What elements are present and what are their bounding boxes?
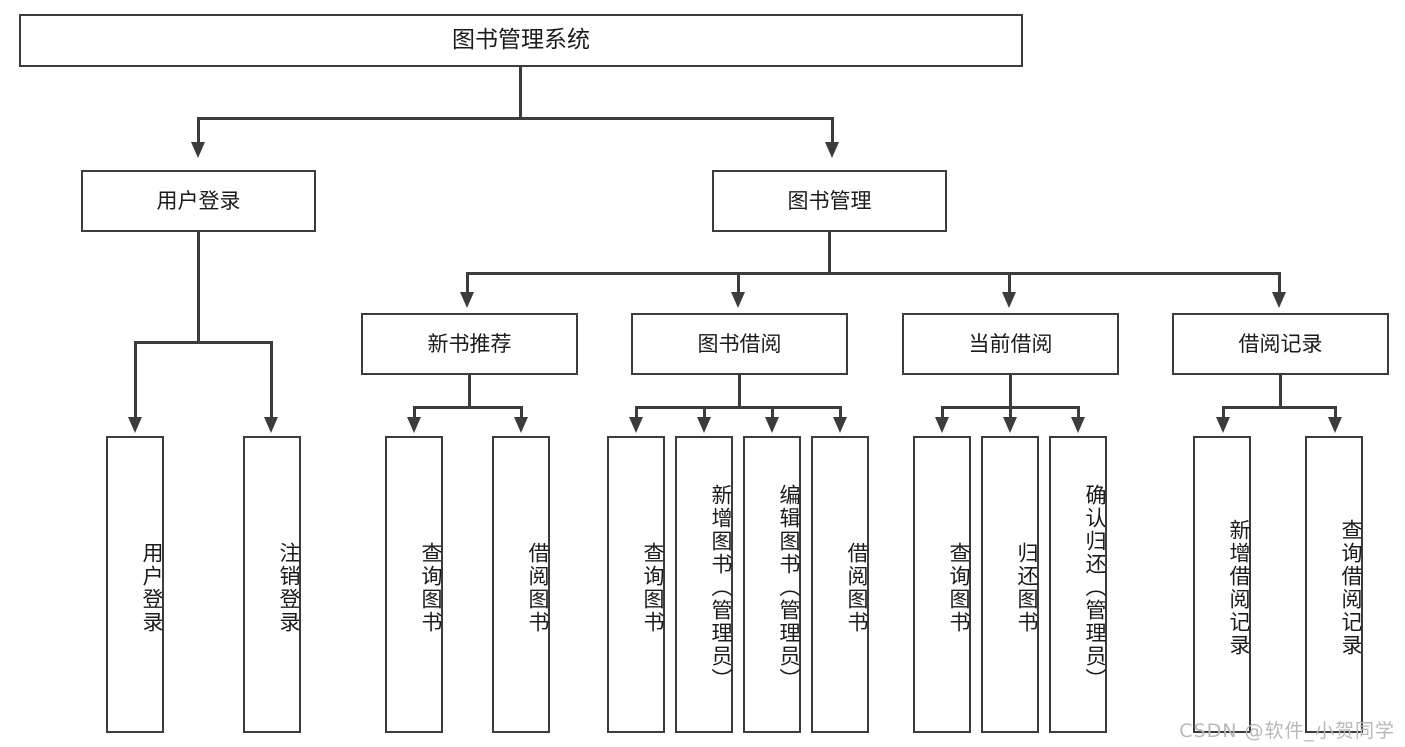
connector-bm-to-new-book	[466, 272, 469, 294]
connector-book-borrow-stem	[738, 375, 741, 408]
leaf-borrow-record-add[interactable]: 新增借阅记录	[1193, 436, 1251, 733]
arrowhead-bb-to-leaf-4	[833, 417, 847, 433]
arrowhead-user-login-to-leaf-1	[128, 417, 142, 433]
arrowhead-bb-to-leaf-1	[629, 417, 643, 433]
connector-book-borrow-bus	[635, 406, 842, 409]
node-label: 用户登录	[140, 541, 164, 634]
node-root-book-management-system[interactable]: 图书管理系统	[19, 14, 1023, 67]
arrowhead-bm-to-current-borrow	[1002, 292, 1016, 308]
leaf-borrow-record-query[interactable]: 查询借阅记录	[1305, 436, 1363, 733]
connector-cb-to-leaf-1	[941, 406, 944, 419]
node-borrow-record[interactable]: 借阅记录	[1172, 313, 1389, 375]
leaf-book-borrow-query[interactable]: 查询图书	[607, 436, 665, 733]
arrowhead-br-to-leaf-1	[1216, 417, 1230, 433]
arrowhead-cb-to-leaf-1	[935, 417, 949, 433]
connector-bm-to-book-borrow	[737, 272, 740, 294]
node-label: 查询借阅记录	[1339, 518, 1363, 657]
node-label: 当前借阅	[968, 331, 1053, 356]
connector-bb-to-leaf-1	[635, 406, 638, 419]
connector-bm-to-borrow-record	[1278, 272, 1281, 294]
node-label: 注销登录	[277, 541, 301, 634]
connector-cb-to-leaf-2	[1009, 406, 1012, 419]
arrowhead-nb-to-leaf-1	[407, 417, 421, 433]
leaf-user-login-logout[interactable]: 注销登录	[243, 436, 301, 733]
node-user-login[interactable]: 用户登录	[81, 170, 316, 232]
node-label: 新增借阅记录	[1227, 518, 1251, 657]
connector-current-borrow-stem	[1009, 375, 1012, 408]
connector-new-book-bus	[413, 406, 523, 409]
node-label: 编辑图书（管理员）	[777, 484, 801, 691]
node-label: 借阅图书	[526, 541, 550, 634]
node-label: 查询图书	[947, 541, 971, 634]
connector-bm-to-current-borrow	[1008, 272, 1011, 294]
connector-br-to-leaf-1	[1222, 406, 1225, 419]
connector-bb-to-leaf-2	[703, 406, 706, 419]
arrowhead-cb-to-leaf-2	[1003, 417, 1017, 433]
node-label: 图书管理系统	[452, 26, 590, 53]
connector-book-management-stem	[828, 232, 831, 274]
connector-new-book-stem	[468, 375, 471, 408]
arrowhead-user-login-to-leaf-2	[264, 417, 278, 433]
arrowhead-root-to-user-login	[191, 142, 205, 158]
connector-root-to-book-management	[831, 117, 834, 144]
connector-cb-to-leaf-3	[1077, 406, 1080, 419]
connector-root-stem	[519, 67, 522, 119]
connector-root-bus	[197, 117, 834, 120]
arrowhead-bm-to-book-borrow	[731, 292, 745, 308]
arrowhead-cb-to-leaf-3	[1071, 417, 1085, 433]
node-label: 借阅图书	[845, 541, 869, 634]
connector-nb-to-leaf-1	[413, 406, 416, 419]
arrowhead-bb-to-leaf-2	[697, 417, 711, 433]
node-label: 图书借阅	[697, 331, 782, 356]
connector-user-login-to-leaf-2	[270, 341, 273, 419]
leaf-new-book-borrow[interactable]: 借阅图书	[492, 436, 550, 733]
arrowhead-bm-to-borrow-record	[1272, 292, 1286, 308]
arrowhead-bb-to-leaf-3	[765, 417, 779, 433]
node-label: 归还图书	[1015, 541, 1039, 634]
node-label: 图书管理	[787, 188, 872, 213]
connector-borrow-record-stem	[1279, 375, 1282, 408]
node-label: 用户登录	[156, 188, 241, 213]
leaf-new-book-query[interactable]: 查询图书	[385, 436, 443, 733]
connector-borrow-record-bus	[1222, 406, 1337, 409]
leaf-user-login-login[interactable]: 用户登录	[106, 436, 164, 733]
connector-nb-to-leaf-2	[520, 406, 523, 419]
connector-user-login-bus	[134, 341, 273, 344]
connector-book-management-bus	[466, 272, 1280, 275]
node-label: 确认归还（管理员）	[1083, 484, 1107, 691]
leaf-book-borrow-add[interactable]: 新增图书（管理员）	[675, 436, 733, 733]
node-label: 查询图书	[419, 541, 443, 634]
connector-bb-to-leaf-4	[839, 406, 842, 419]
leaf-current-borrow-confirm-return[interactable]: 确认归还（管理员）	[1049, 436, 1107, 733]
arrowhead-root-to-book-management	[825, 142, 839, 158]
connector-user-login-stem	[197, 232, 200, 343]
arrowhead-nb-to-leaf-2	[514, 417, 528, 433]
connector-user-login-to-leaf-1	[134, 341, 137, 419]
node-label: 新增图书（管理员）	[709, 484, 733, 691]
node-book-borrow[interactable]: 图书借阅	[631, 313, 848, 375]
arrowhead-br-to-leaf-2	[1328, 417, 1342, 433]
leaf-book-borrow-borrow[interactable]: 借阅图书	[811, 436, 869, 733]
connector-bb-to-leaf-3	[771, 406, 774, 419]
node-label: 新书推荐	[427, 331, 512, 356]
connector-br-to-leaf-2	[1334, 406, 1337, 419]
node-book-management[interactable]: 图书管理	[712, 170, 947, 232]
connector-root-to-user-login	[197, 117, 200, 144]
node-new-book-recommend[interactable]: 新书推荐	[361, 313, 578, 375]
arrowhead-bm-to-new-book	[460, 292, 474, 308]
node-label: 借阅记录	[1238, 331, 1323, 356]
leaf-current-borrow-query[interactable]: 查询图书	[913, 436, 971, 733]
leaf-current-borrow-return[interactable]: 归还图书	[981, 436, 1039, 733]
leaf-book-borrow-edit[interactable]: 编辑图书（管理员）	[743, 436, 801, 733]
node-label: 查询图书	[641, 541, 665, 634]
node-current-borrow[interactable]: 当前借阅	[902, 313, 1119, 375]
